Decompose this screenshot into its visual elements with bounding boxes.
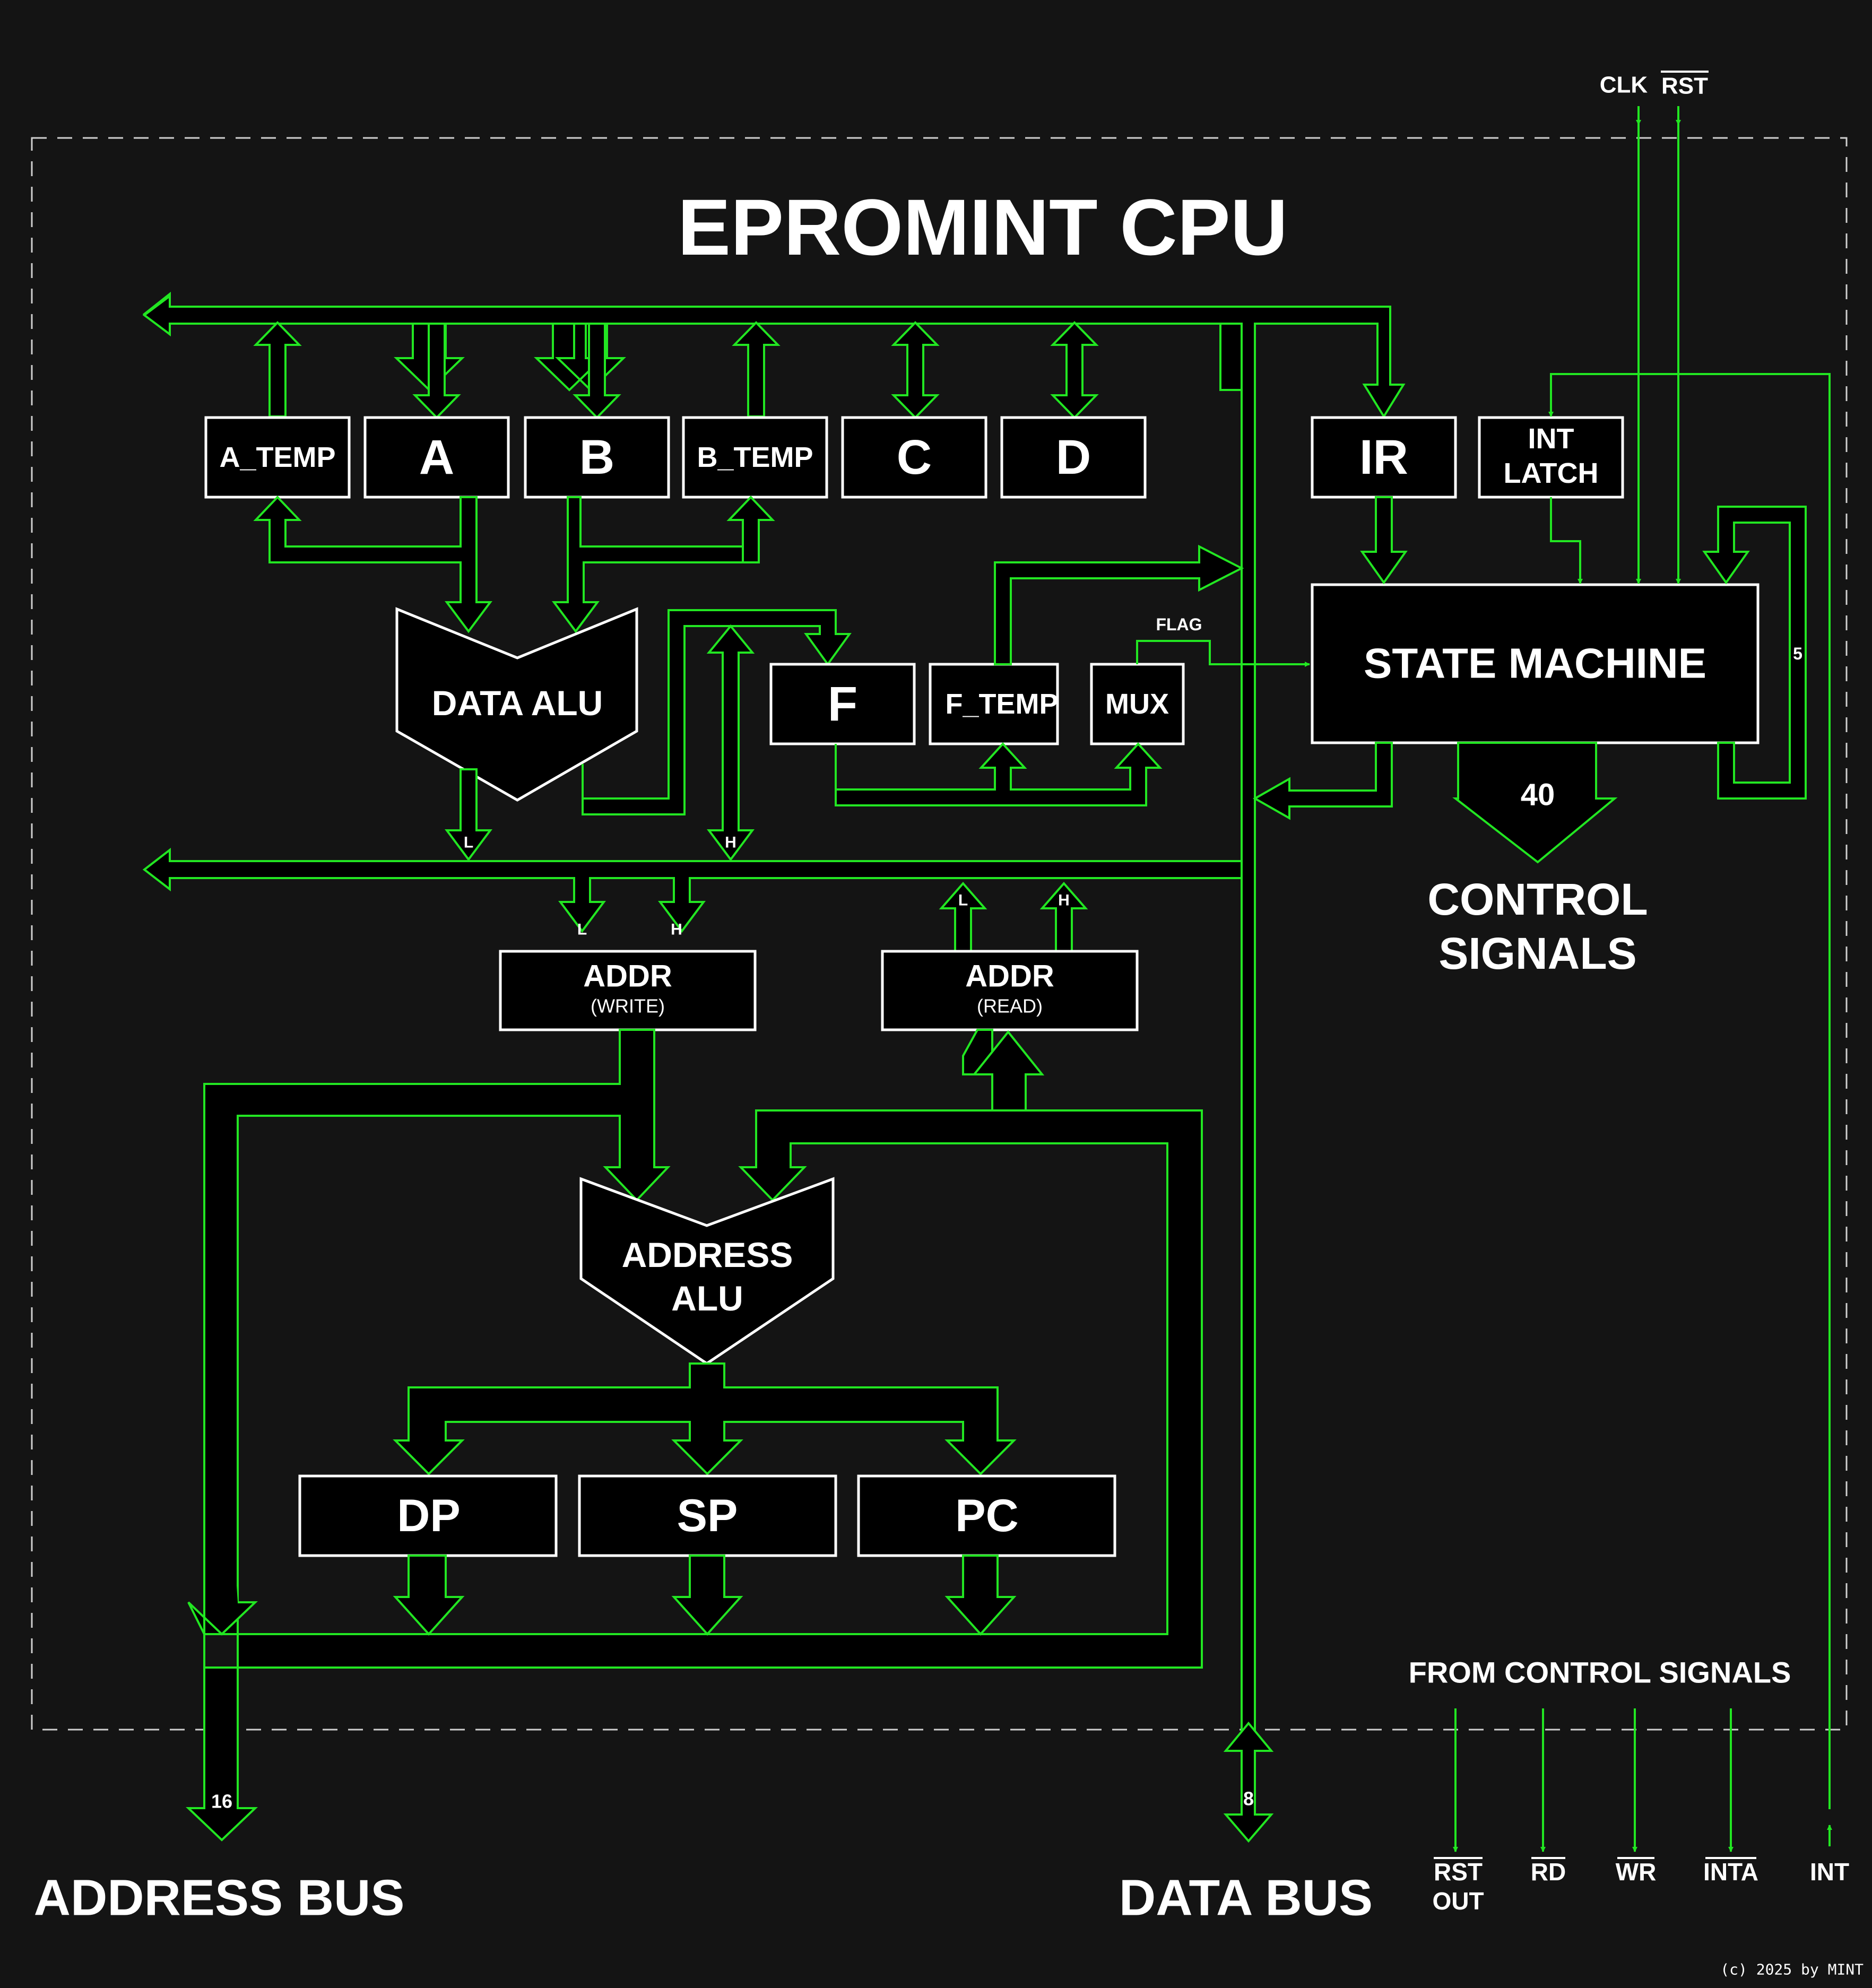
- control-output-wires: [1453, 1708, 1734, 1852]
- flag-row: [769, 544, 1310, 806]
- control-label-2: SIGNALS: [1438, 928, 1636, 978]
- addr-write-low-label: L: [577, 921, 587, 939]
- int-label: INT: [1810, 1858, 1849, 1886]
- rst-out-label-1: RST: [1434, 1858, 1483, 1886]
- state-machine-label: STATE MACHINE: [1364, 640, 1706, 687]
- int-latch-label-1: INT: [1528, 423, 1574, 455]
- addr-read-sub: (READ): [977, 995, 1043, 1017]
- copyright: (c) 2025 by MINT: [1720, 1961, 1864, 1978]
- control-label-1: CONTROL: [1427, 874, 1648, 924]
- reg-a: [363, 416, 510, 499]
- addr-write-title: ADDR: [583, 959, 672, 994]
- control-signals-arrow: [1452, 742, 1618, 864]
- address-alu-label-2: ALU: [671, 1279, 743, 1318]
- pointer-feeds: [393, 1362, 1017, 1475]
- addr-read: [881, 950, 1139, 1031]
- reg-a-temp-label: A_TEMP: [219, 441, 335, 473]
- addr-bus-inner: [187, 1084, 258, 1636]
- reg-b-temp: [682, 416, 828, 499]
- data-bus-label: DATA BUS: [1119, 1870, 1373, 1926]
- control-inputs: [1548, 106, 1832, 1846]
- feedback-width: 5: [1793, 644, 1802, 663]
- reg-d: [1000, 416, 1147, 499]
- reg-f-temp-label: F_TEMP: [945, 688, 1058, 720]
- pointer-outputs: [393, 1555, 1017, 1636]
- rd-label: RD: [1531, 1858, 1566, 1886]
- wr-label: WR: [1616, 1858, 1657, 1886]
- reg-dp-label: DP: [397, 1490, 460, 1541]
- clk-label: CLK: [1600, 72, 1648, 98]
- address-alu-label-1: ADDRESS: [622, 1235, 793, 1274]
- addr-read-high-label: H: [1058, 892, 1070, 909]
- control-width: 40: [1521, 778, 1555, 812]
- addr-write-high-label: H: [671, 921, 682, 939]
- address-bus-width: 16: [211, 1791, 232, 1812]
- alu-low-label: L: [464, 834, 473, 852]
- alu-output-buses: [445, 609, 852, 862]
- reg-sp-label: SP: [677, 1490, 738, 1541]
- reg-ir: [1311, 416, 1457, 499]
- reg-b-temp-label: B_TEMP: [697, 441, 813, 473]
- rst-out-label-2: OUT: [1432, 1887, 1484, 1915]
- reg-ir-label: IR: [1359, 430, 1408, 484]
- data-alu: [395, 607, 638, 802]
- data-bus-width: 8: [1243, 1788, 1254, 1810]
- mux-label: MUX: [1105, 688, 1169, 720]
- alu-input-buses: [253, 496, 775, 633]
- reg-a-temp: [204, 416, 351, 499]
- address-alu: [579, 1177, 835, 1366]
- reg-c-label: C: [897, 430, 932, 484]
- data-bus-out: [1223, 1721, 1274, 1843]
- addr-write: [499, 950, 757, 1031]
- upper-data-bus: [142, 291, 1406, 1752]
- reg-f-temp: [929, 663, 1059, 745]
- mux: [1090, 663, 1185, 745]
- cpu-boundary: [31, 137, 1848, 1731]
- register-taps-top: [253, 321, 1099, 419]
- reg-int-latch: [1478, 416, 1624, 499]
- reg-pc: [857, 1474, 1116, 1557]
- state-machine: [1311, 583, 1760, 744]
- addr-read-low-label: L: [958, 892, 968, 909]
- alu-high-label: H: [725, 834, 736, 852]
- reg-b: [524, 416, 670, 499]
- reg-a-label: A: [419, 430, 454, 484]
- lower-data-bus: [142, 847, 1243, 952]
- reg-pc-label: PC: [955, 1490, 1018, 1541]
- rst-label: RST: [1661, 73, 1708, 99]
- reg-d-label: D: [1056, 430, 1091, 484]
- flag-wire: [1136, 640, 1310, 667]
- reg-f-label: F: [828, 677, 857, 731]
- address-bus-label: ADDRESS BUS: [34, 1870, 405, 1926]
- reg-f: [769, 663, 916, 745]
- data-alu-label: DATA ALU: [432, 683, 603, 723]
- addr-write-sub: (WRITE): [591, 995, 665, 1017]
- inta-label: INTA: [1703, 1858, 1758, 1886]
- reg-b-label: B: [579, 430, 614, 484]
- state-machine-group: [1252, 496, 1807, 864]
- reg-c: [841, 416, 987, 499]
- register-row: [204, 416, 1624, 499]
- int-latch-label-2: LATCH: [1504, 457, 1599, 489]
- addr-read-title: ADDR: [965, 959, 1054, 994]
- from-control-label: FROM CONTROL SIGNALS: [1409, 1656, 1791, 1689]
- flag-label: FLAG: [1156, 615, 1202, 634]
- address-paths: [186, 1029, 1203, 1842]
- page-title: EPROMINT CPU: [678, 183, 1288, 272]
- pointer-registers: [298, 1474, 1116, 1557]
